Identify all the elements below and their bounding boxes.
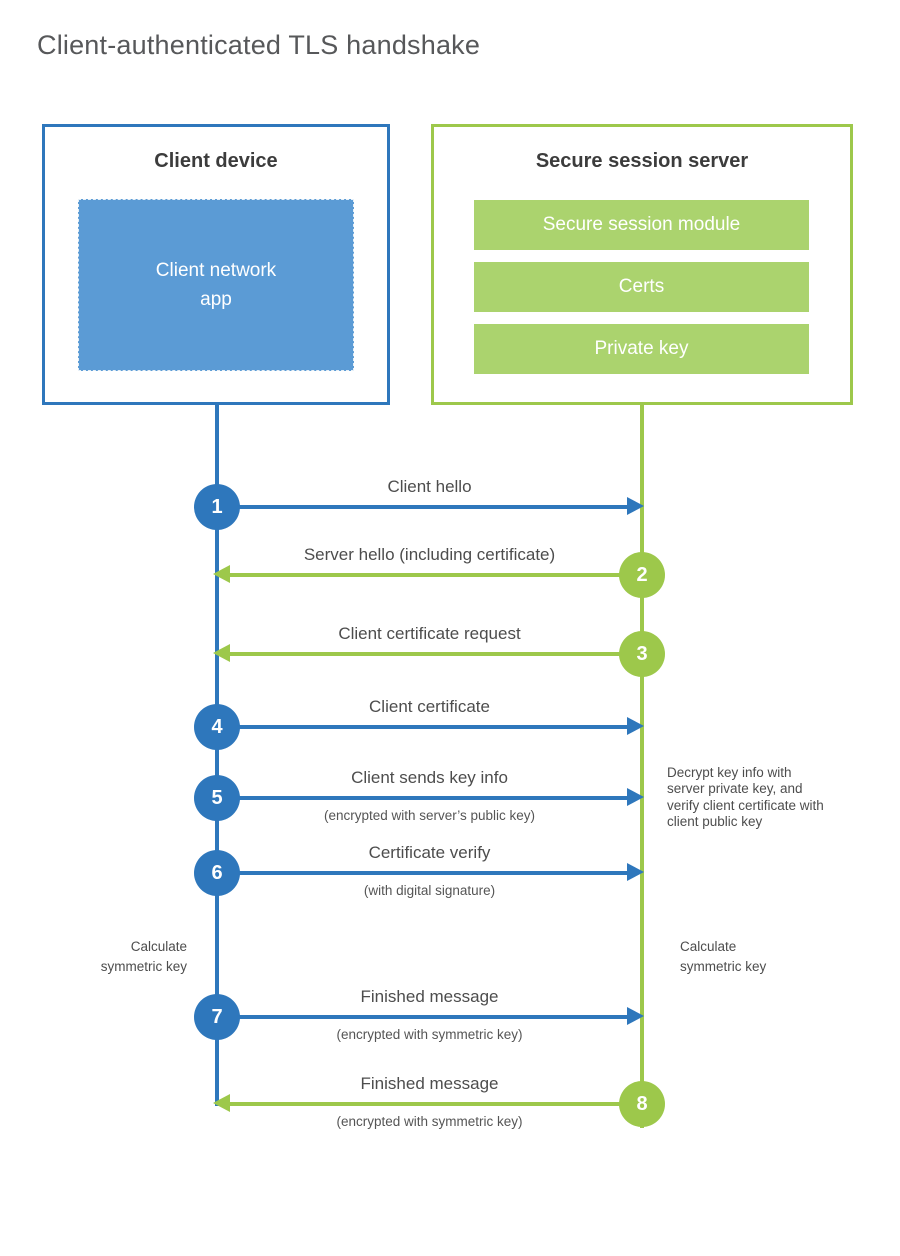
diagram-title: Client-authenticated TLS handshake (37, 30, 481, 60)
message-label: Finished message (360, 987, 499, 1006)
server-title: Secure session server (535, 150, 749, 172)
message-arrow-line (217, 871, 628, 875)
message-arrow-line (217, 1015, 628, 1019)
message-label: Server hello (including certificate) (303, 545, 556, 564)
note-calculate-symmetric-key-server: Calculate symmetric key (680, 939, 767, 975)
message-label: Client certificate request (338, 624, 521, 643)
message-arrow-line (230, 573, 642, 577)
certs-bar: Certs (474, 262, 809, 312)
message-arrow-line (217, 505, 628, 509)
message-label: Finished message (360, 1074, 499, 1093)
client-network-app-box: Client network app (78, 199, 354, 371)
message-arrow-line (230, 1102, 642, 1106)
message-sublabel: (encrypted with server’s public key) (323, 808, 536, 823)
note-decrypt-key-info: Decrypt key info with server private key… (667, 765, 824, 830)
server-lifeline (640, 405, 644, 1128)
note-calculate-symmetric-key-client: Calculate symmetric key (100, 939, 187, 975)
message-arrow-line (230, 652, 642, 656)
client-lifeline (215, 405, 219, 1106)
message-sublabel: (encrypted with symmetric key) (336, 1027, 523, 1042)
message-arrow-line (217, 796, 628, 800)
message-label: Client hello (387, 477, 472, 496)
private-key-bar: Private key (474, 324, 809, 374)
client-device-title: Client device (154, 150, 278, 172)
message-label: Client sends key info (351, 768, 508, 787)
message-arrow-line (217, 725, 628, 729)
message-label: Client certificate (369, 697, 490, 716)
message-sublabel: (with digital signature) (363, 883, 496, 898)
secure-session-module-bar: Secure session module (474, 200, 809, 250)
message-sublabel: (encrypted with symmetric key) (336, 1114, 523, 1129)
message-label: Certificate verify (368, 843, 491, 862)
client-network-app-label: Client network app (155, 259, 277, 310)
